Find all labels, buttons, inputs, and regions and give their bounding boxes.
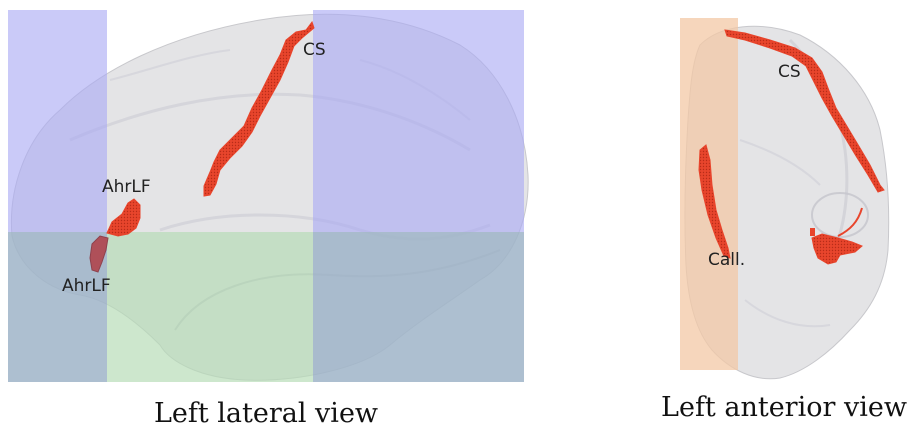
label-ahrlf-lower: AhrLF [62,276,111,296]
label-callosal: Call. [708,250,745,270]
gray-blue-region-right [313,232,524,382]
brain-sulcus [739,139,821,186]
ahrlf-lower-tract [89,235,109,273]
tract-fragment [810,228,815,236]
label-cs-anterior: CS [778,62,801,82]
green-region [107,232,313,382]
ahrlf-upper-tract [106,198,141,237]
caption-anterior-view: Left anterior view [661,392,907,423]
temporal-tract [811,233,863,265]
central-sulcus-tract [203,20,315,197]
brain-sulcus [109,49,231,81]
blue-region-left [8,10,107,232]
lateral-view-panel: CS AhrLF AhrLF Left lateral view [8,10,529,429]
blue-region-right [313,10,524,232]
callosal-tract [698,144,731,259]
brain-sulcus [744,299,831,328]
central-sulcus-tract-anterior [724,29,885,193]
label-cs: CS [303,40,326,60]
temporal-tract-arc [837,207,863,237]
anterior-view-panel: CS Call. Left anterior view [661,18,907,423]
temporal-pole-outline [811,192,869,238]
caption-lateral-view: Left lateral view [154,398,378,429]
label-ahrlf-upper: AhrLF [102,177,151,197]
